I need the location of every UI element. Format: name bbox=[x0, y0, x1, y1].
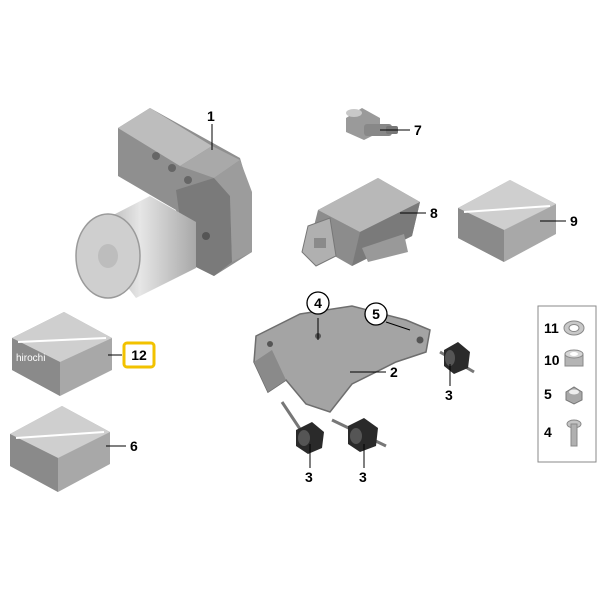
legend-number: 10 bbox=[544, 352, 560, 368]
svg-text:5: 5 bbox=[372, 306, 380, 322]
spacer-sleeve-icon bbox=[564, 349, 584, 367]
hardware-legend: 11 10 5 4 bbox=[537, 305, 597, 463]
mounting-bracket[interactable] bbox=[253, 305, 431, 413]
svg-text:12: 12 bbox=[131, 347, 147, 363]
abs-hydraulic-unit[interactable] bbox=[75, 108, 252, 299]
legend-row-10[interactable]: 10 bbox=[544, 349, 584, 368]
svg-text:4: 4 bbox=[314, 295, 322, 311]
legend-number: 5 bbox=[544, 386, 552, 402]
legend-row-11[interactable]: 11 bbox=[544, 320, 585, 336]
collar-nut-icon bbox=[565, 386, 583, 405]
rubber-mount-right[interactable] bbox=[439, 342, 475, 374]
callout-5-circle: 5 bbox=[364, 302, 388, 326]
legend-row-5[interactable]: 5 bbox=[544, 386, 583, 405]
callout-12-highlighted[interactable]: 12 bbox=[122, 341, 156, 369]
legend-number: 11 bbox=[544, 320, 559, 336]
callout-1: 1 bbox=[207, 108, 215, 124]
flat-washer-icon bbox=[563, 320, 585, 336]
control-unit[interactable] bbox=[301, 178, 420, 267]
callout-7: 7 bbox=[414, 122, 422, 138]
callout-3-right: 3 bbox=[445, 387, 453, 403]
callout-4-circle: 4 bbox=[306, 291, 330, 315]
callout-3-center: 3 bbox=[359, 469, 367, 485]
watermark-text: hirochi bbox=[16, 353, 45, 364]
kit-box-6[interactable] bbox=[10, 406, 110, 492]
callout-9: 9 bbox=[570, 213, 578, 229]
callout-8: 8 bbox=[430, 205, 438, 221]
kit-box-9[interactable] bbox=[458, 180, 556, 262]
legend-number: 4 bbox=[544, 424, 552, 440]
callout-2: 2 bbox=[390, 364, 398, 380]
callout-3-left: 3 bbox=[305, 469, 313, 485]
legend-row-4[interactable]: 4 bbox=[544, 419, 582, 447]
rubber-mount-left[interactable] bbox=[280, 401, 324, 454]
callout-6: 6 bbox=[130, 438, 138, 454]
kit-box-12[interactable]: hirochi bbox=[12, 312, 112, 396]
leader-lines bbox=[106, 124, 566, 468]
pressure-sensor[interactable] bbox=[346, 108, 398, 140]
bolt-icon bbox=[566, 419, 582, 447]
rubber-mount-center[interactable] bbox=[331, 418, 387, 452]
